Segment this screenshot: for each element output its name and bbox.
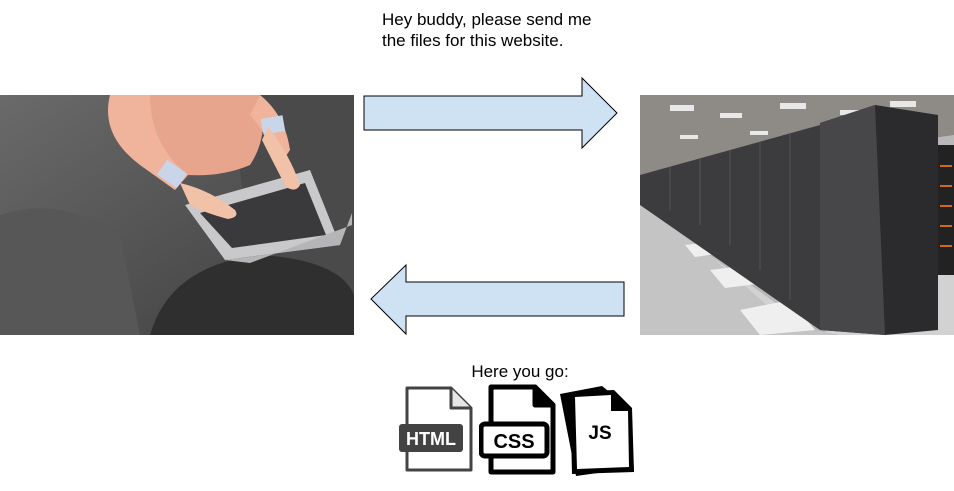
request-arrow bbox=[363, 76, 618, 150]
html-file-label: HTML bbox=[406, 429, 456, 449]
css-file-label: CSS bbox=[493, 431, 534, 453]
laptop-user-photo bbox=[0, 95, 354, 335]
css-file-icon: CSS bbox=[478, 384, 559, 476]
server-room-photo bbox=[640, 95, 954, 335]
request-message: Hey buddy, please send me the files for … bbox=[382, 10, 592, 50]
reply-message: Here you go: bbox=[471, 362, 569, 381]
js-file-label: JS bbox=[588, 423, 611, 444]
html-file-icon: HTML bbox=[399, 386, 475, 474]
js-file-icon: JS bbox=[558, 384, 642, 478]
reply-arrow bbox=[370, 264, 625, 336]
